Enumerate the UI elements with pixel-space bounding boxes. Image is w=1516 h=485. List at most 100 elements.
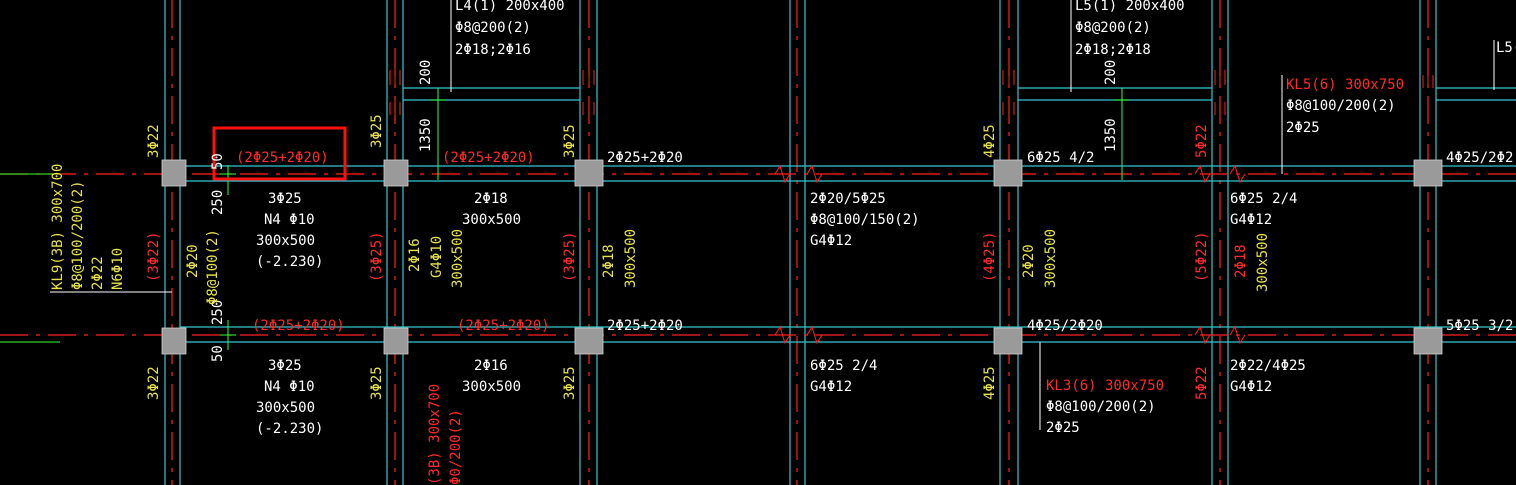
columns (161, 159, 1443, 355)
label: (5Φ22) (1194, 231, 1210, 282)
label: KL3(6) 300x750 (1046, 378, 1164, 394)
label: KL5(6) 300x750 (1286, 77, 1404, 93)
label: G4Φ12 (810, 233, 852, 249)
selection-highlight-box[interactable] (212, 126, 347, 181)
label: N4 Φ10 (264, 379, 315, 395)
dim-label: 1350 (1103, 118, 1119, 152)
label: Φ8@100/200(2) (1286, 98, 1396, 114)
label: Φ8@100/200(2) (70, 180, 86, 290)
label: G4Φ10 (429, 236, 445, 278)
label: 2Φ22/4Φ25 (1230, 358, 1306, 374)
label: 2Φ18;2Φ16 (455, 42, 531, 58)
label: L5(1) 200x400 (1075, 0, 1185, 14)
label: 2Φ18 (601, 244, 617, 278)
highlighted-label: (2Φ25+2Φ20) (236, 150, 329, 166)
vertical-beams (164, 0, 1437, 485)
label: 3Φ25 (369, 366, 385, 400)
label: 2Φ25+2Φ20 (607, 318, 683, 334)
label: 2Φ20 (185, 244, 201, 278)
label: 300x500 (256, 400, 315, 416)
label: 2Φ20/5Φ25 (810, 191, 886, 207)
label: 300x500 (1255, 233, 1271, 292)
label: 4Φ25 (982, 366, 998, 400)
label: 300x500 (462, 212, 521, 228)
dim-label: 50 (210, 345, 226, 362)
label: G4Φ12 (1230, 212, 1272, 228)
label: G4Φ12 (1230, 379, 1272, 395)
label: 2Φ25 (1046, 420, 1080, 436)
label: 4Φ25/2Φ20 (1027, 318, 1103, 334)
column (993, 159, 1023, 187)
column (383, 159, 409, 187)
label: 3Φ25 (268, 191, 302, 207)
label: (3Φ25) (369, 231, 385, 282)
label: 300x500 (462, 379, 521, 395)
horizontal-annotations: L4(1) 200x400 Φ8@200(2) 2Φ18;2Φ16 L5(1) … (236, 0, 1516, 437)
leader-lines (50, 0, 1495, 430)
label: 3Φ25 (562, 366, 578, 400)
label: 2Φ20 (1021, 244, 1037, 278)
label: (-2.230) (256, 421, 323, 437)
label: 3Φ25 (369, 114, 385, 148)
label: 6Φ25 4/2 (1027, 150, 1094, 166)
label: 6Φ25 2/4 (1230, 191, 1297, 207)
label: 2Φ18 (1233, 244, 1249, 278)
column (1413, 159, 1443, 187)
label: 3Φ25 (562, 124, 578, 158)
vertical-axes (171, 0, 1429, 485)
label: Φ8@200(2) (455, 20, 531, 36)
tick-marks (389, 70, 1434, 115)
label: (3B) 300x700 (427, 384, 443, 485)
dim-label: 50 (210, 153, 226, 170)
label: Φ8@100/150(2) (810, 212, 920, 228)
label: 300x500 (450, 229, 466, 288)
label: (3Φ25) (562, 231, 578, 282)
dim-label: 1350 (418, 118, 434, 152)
label: 4Φ25/2Φ2 (1446, 150, 1513, 166)
label: (2Φ25+2Φ20) (252, 318, 345, 334)
label: (2Φ25+2Φ20) (457, 318, 550, 334)
label: 2Φ25+2Φ20 (607, 150, 683, 166)
label: (4Φ25) (982, 231, 998, 282)
column (161, 159, 187, 187)
label: 6Φ25 2/4 (810, 358, 877, 374)
label: 3Φ22 (146, 124, 162, 158)
label: Φ8@100/200(2) (1046, 399, 1156, 415)
label: Φ8@100(2) (205, 229, 221, 305)
column (993, 327, 1023, 355)
label: 2Φ22 (90, 256, 106, 290)
label: 5Φ22 (1194, 124, 1210, 158)
column (574, 159, 604, 187)
label: L4(1) 200x400 (455, 0, 565, 14)
label: 3Φ22 (146, 366, 162, 400)
dim-label: 250 (210, 300, 226, 325)
label: G4Φ12 (810, 379, 852, 395)
dim-label: 200 (418, 60, 434, 85)
vertical-annotations: 200 200 1350 1350 50 250 250 50 KL9(3B) … (50, 60, 1271, 485)
column (574, 327, 604, 355)
break-symbols (774, 164, 1246, 345)
label: N4 Φ10 (264, 212, 315, 228)
label: 300x500 (256, 233, 315, 249)
label: KL9(3B) 300x700 (50, 164, 66, 290)
dim-label: 250 (210, 190, 226, 215)
label: 3Φ25 (268, 358, 302, 374)
column (1413, 327, 1443, 355)
label: 2Φ25 (1286, 120, 1320, 136)
label: 4Φ25 (982, 124, 998, 158)
label: 2Φ16 (474, 358, 508, 374)
label: N6Φ10 (110, 248, 126, 290)
label: 2Φ16 (407, 238, 423, 272)
label: 2Φ18 (474, 191, 508, 207)
label: Φ8@200(2) (1075, 20, 1151, 36)
label: (-2.230) (256, 254, 323, 270)
label: 300x500 (623, 229, 639, 288)
label: Φ0/200(2) (448, 409, 464, 485)
column (161, 327, 187, 355)
label: L5( (1496, 40, 1516, 56)
label: 300x500 (1043, 229, 1059, 288)
column (383, 327, 409, 355)
label: 2Φ18;2Φ18 (1075, 42, 1151, 58)
